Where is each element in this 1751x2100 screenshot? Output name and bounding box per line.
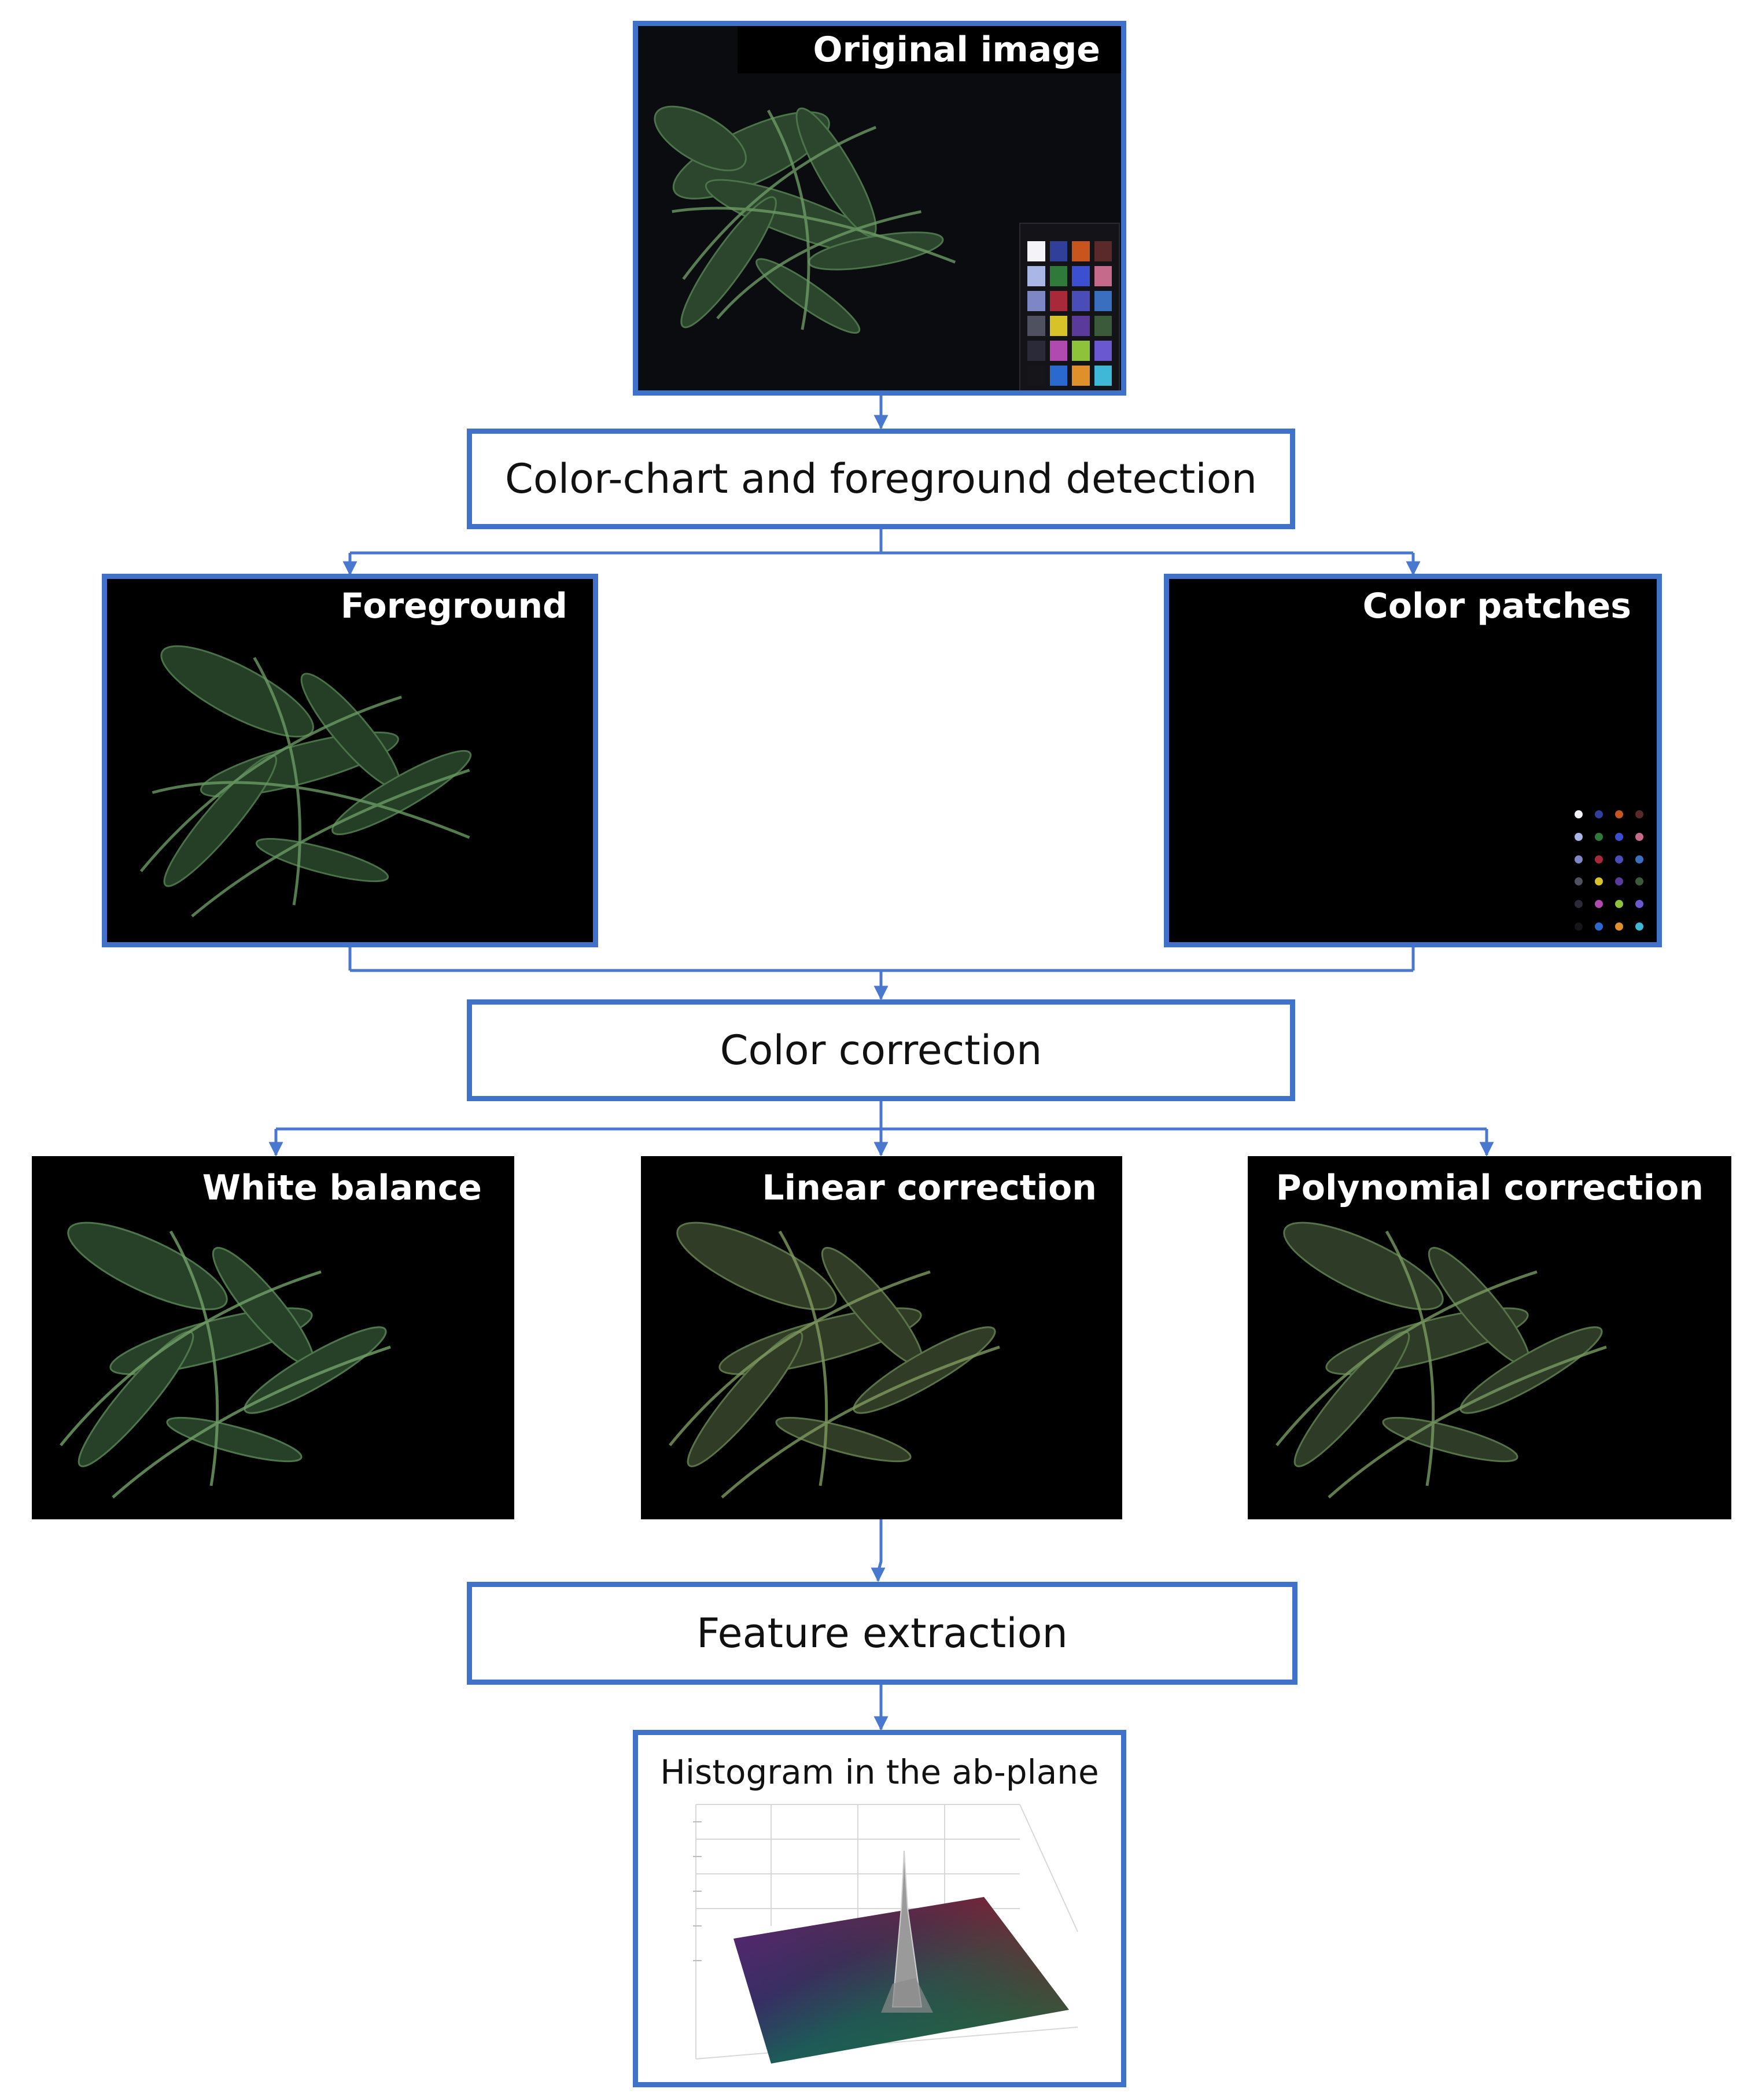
color-patch-dot [1635, 832, 1643, 841]
foreground-leaves-image [139, 645, 472, 918]
color-patch-dot [1574, 899, 1583, 908]
linear-correction-panel: Linear correction [641, 1156, 1122, 1519]
polynomial-correction-title: Polynomial correction [1276, 1168, 1704, 1208]
color-chart-square [1049, 266, 1067, 286]
color-chart-square [1027, 366, 1045, 386]
color-patch-dot [1594, 855, 1603, 863]
color-chart-square [1049, 341, 1067, 361]
color-patch-dot [1635, 810, 1643, 819]
color-chart-square [1049, 316, 1067, 336]
white-balance-leaves-image [60, 1221, 391, 1499]
color-chart-square [1072, 241, 1090, 261]
color-patch-dot [1574, 855, 1583, 863]
linear-correction-title: Linear correction [762, 1168, 1097, 1208]
white-balance-panel: White balance [32, 1156, 514, 1519]
white-balance-title: White balance [202, 1168, 482, 1208]
color-correction-step: Color correction [467, 999, 1295, 1101]
color-chart-square [1027, 241, 1045, 261]
color-chart-square [1027, 266, 1045, 286]
color-patch-dot [1574, 877, 1583, 886]
color-patches-title: Color patches [1362, 586, 1631, 626]
color-patch-dot [1635, 922, 1643, 931]
color-chart-square [1049, 241, 1067, 261]
color-chart-square [1094, 366, 1112, 386]
polynomial-correction-panel: Polynomial correction [1248, 1156, 1731, 1519]
color-chart-square [1072, 316, 1090, 336]
histogram-panel: Histogram in the ab-plane [633, 1730, 1126, 2087]
histogram-plot [693, 1804, 1078, 2064]
color-patch-dots [1568, 803, 1649, 938]
original-image-panel: Original image [633, 21, 1126, 396]
polynomial-correction-leaves-image [1276, 1221, 1607, 1499]
color-correction-step-label: Color correction [720, 1027, 1042, 1074]
color-chart-square [1094, 266, 1112, 286]
feature-extraction-step: Feature extraction [467, 1582, 1297, 1685]
color-chart-square [1094, 241, 1112, 261]
arrow-linear-to-feature [871, 1519, 886, 1582]
color-chart-square [1072, 266, 1090, 286]
color-chart [1019, 223, 1120, 390]
color-patch-dot [1594, 832, 1603, 841]
color-chart-square [1094, 316, 1112, 336]
color-patch-dot [1614, 832, 1623, 841]
color-chart-square [1049, 291, 1067, 311]
leaves-image [654, 105, 956, 334]
color-patch-dot [1635, 855, 1643, 863]
color-patch-dot [1574, 810, 1583, 819]
color-chart-square [1027, 341, 1045, 361]
color-chart-square [1072, 291, 1090, 311]
histogram-title: Histogram in the ab-plane [660, 1752, 1099, 1792]
color-patch-dot [1635, 877, 1643, 886]
color-chart-square [1094, 291, 1112, 311]
feature-extraction-step-label: Feature extraction [696, 1610, 1068, 1657]
color-chart-square [1072, 366, 1090, 386]
color-patch-dot [1635, 899, 1643, 908]
color-patch-dot [1574, 922, 1583, 931]
foreground-title: Foreground [340, 586, 567, 626]
color-patch-dot [1594, 922, 1603, 931]
color-chart-square [1072, 341, 1090, 361]
foreground-panel: Foreground [102, 574, 598, 947]
original-image-title: Original image [738, 26, 1121, 73]
color-patch-dot [1614, 899, 1623, 908]
color-chart-square [1027, 291, 1045, 311]
color-chart-square [1027, 316, 1045, 336]
color-patches-panel: Color patches [1164, 574, 1662, 947]
color-patch-dot [1614, 855, 1623, 863]
color-patch-dot [1594, 877, 1603, 886]
detection-step: Color-chart and foreground detection [467, 429, 1295, 529]
color-patch-dot [1574, 832, 1583, 841]
color-patch-dot [1614, 810, 1623, 819]
detection-step-label: Color-chart and foreground detection [505, 455, 1257, 503]
color-chart-square [1049, 366, 1067, 386]
linear-correction-leaves-image [669, 1221, 1000, 1499]
color-patch-dot [1614, 877, 1623, 886]
color-chart-square [1094, 341, 1112, 361]
color-patch-dot [1594, 810, 1603, 819]
color-patch-dot [1594, 899, 1603, 908]
color-patch-dot [1614, 922, 1623, 931]
